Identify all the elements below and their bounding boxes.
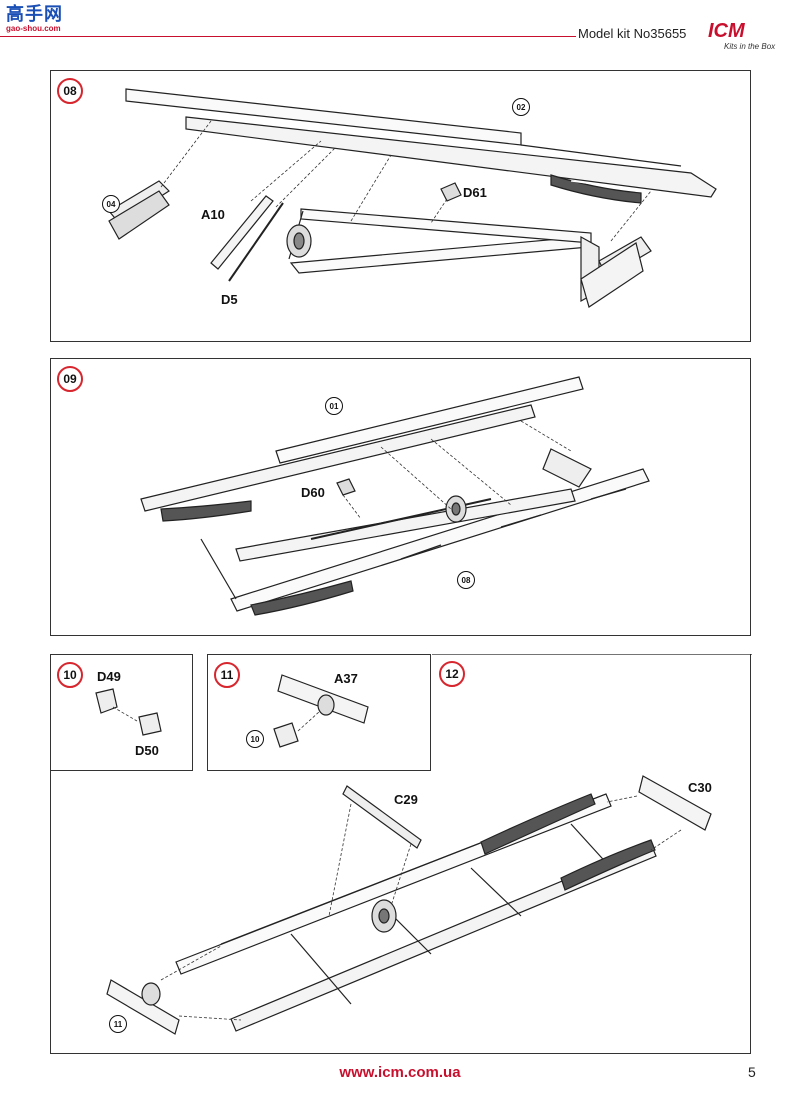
site-logo: 高手网 gao-shou.com	[6, 4, 72, 38]
part-label-a37: A37	[334, 671, 358, 686]
page-number: 5	[748, 1064, 756, 1080]
step-09-badge: 09	[57, 366, 83, 392]
step-09-illustration	[51, 359, 752, 637]
step-08-illustration	[51, 71, 752, 343]
part-label-a10: A10	[201, 207, 225, 222]
part-label-c30: C30	[688, 780, 712, 795]
ref-11-badge: 11	[109, 1015, 127, 1033]
step-10-badge: 10	[57, 662, 83, 688]
icm-logo: ICM Kits in the Box	[708, 20, 788, 66]
ref-01-badge: 01	[325, 397, 343, 415]
icm-logo-text: ICM	[708, 20, 745, 42]
part-label-d49: D49	[97, 669, 121, 684]
step-08-panel: 08 02 04 A10 D5 D61	[50, 70, 751, 342]
ref-02-badge: 02	[512, 98, 530, 116]
step-10-illustration	[51, 655, 194, 772]
part-label-d60: D60	[301, 485, 325, 500]
model-kit-number: Model kit No35655	[578, 26, 687, 41]
step-12-illustration	[51, 654, 752, 1054]
step-11-illustration	[208, 655, 432, 772]
step-09-panel: 09 01 08 D60	[50, 358, 751, 636]
footer-website[interactable]: www.icm.com.ua	[339, 1064, 461, 1081]
site-logo-url: gao-shou.com	[6, 24, 61, 33]
ref-08-badge: 08	[457, 571, 475, 589]
step-12-badge: 12	[439, 661, 465, 687]
step-11-badge: 11	[214, 662, 240, 688]
part-label-d50: D50	[135, 743, 159, 758]
step-12-panel: 12 11 C29 C30	[50, 654, 751, 1054]
step-08-badge: 08	[57, 78, 83, 104]
icm-logo-tagline: Kits in the Box	[724, 42, 776, 51]
part-label-d5: D5	[221, 292, 238, 307]
header-rule	[0, 36, 576, 37]
part-label-d61: D61	[463, 185, 487, 200]
site-logo-text: 高手网	[6, 4, 63, 24]
part-label-c29: C29	[394, 792, 418, 807]
step-11-panel: 11 10 A37	[207, 654, 431, 771]
ref-04-badge: 04	[102, 195, 120, 213]
ref-10-badge: 10	[246, 730, 264, 748]
